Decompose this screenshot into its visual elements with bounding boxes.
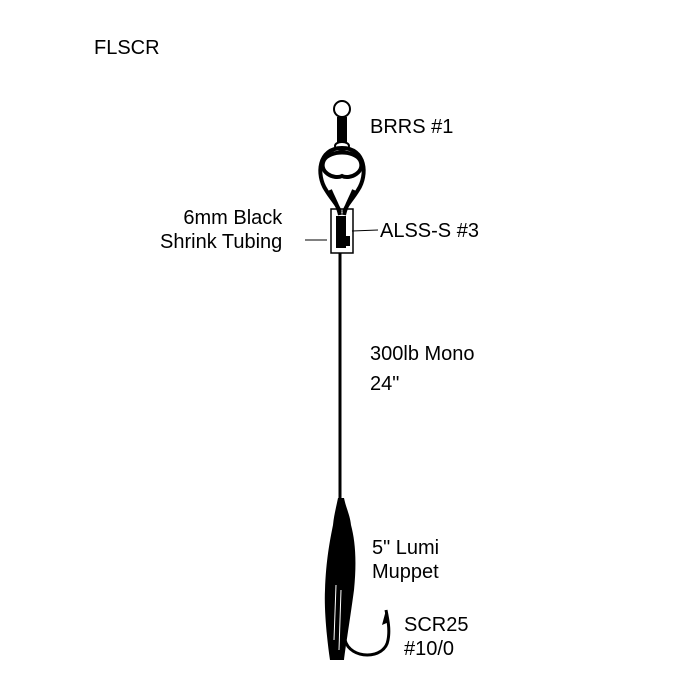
hook-icon <box>343 609 391 657</box>
shrink-tubing-label-line2: Shrink Tubing <box>160 231 283 253</box>
muppet-label-line2: Muppet <box>372 561 439 583</box>
page-title: FLSCR <box>94 37 160 59</box>
muppet-lure-icon <box>324 498 356 660</box>
hook-label-line2: #10/0 <box>404 638 455 660</box>
sleeve-callout-line <box>351 229 379 232</box>
muppet-label: 5" Lumi Muppet <box>372 536 439 584</box>
mono-leader-label: 300lb Mono 24" <box>370 342 475 396</box>
swivel-label: BRRS #1 <box>370 116 454 138</box>
muppet-label-line1: 5" Lumi <box>372 537 440 559</box>
hook-label: SCR25 #10/0 <box>404 613 468 661</box>
crimp-sleeve-label: ALSS-S #3 <box>380 220 479 242</box>
hook-label-line1: SCR25 <box>404 614 469 636</box>
mono-leader-label-line1: 300lb Mono <box>370 343 475 365</box>
loop-knot-icon <box>318 146 366 216</box>
shrink-tubing-label: 6mm Black Shrink Tubing <box>160 206 282 254</box>
shrink-tubing-label-line1: 6mm Black <box>183 207 283 229</box>
crimp-sleeve-icon <box>336 216 346 248</box>
mono-leader-label-line2: 24" <box>370 373 400 395</box>
swivel-icon <box>333 100 351 151</box>
